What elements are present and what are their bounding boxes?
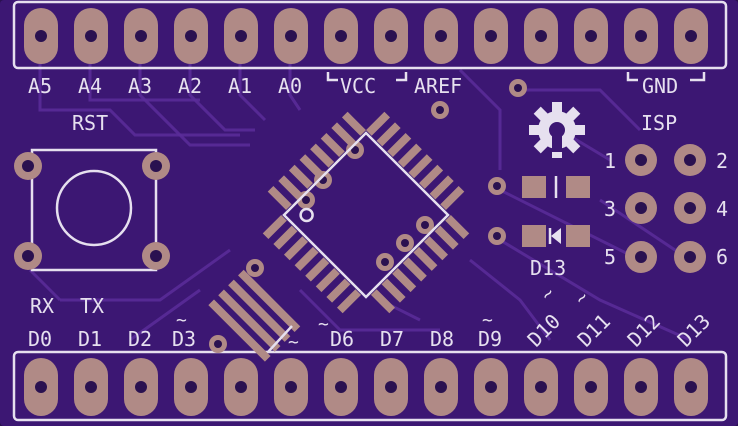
resistor (522, 176, 590, 198)
isp-pin-5-label: 5 (604, 245, 616, 269)
bottom-pad-d13[interactable] (674, 358, 708, 416)
label-d6: D6 (330, 327, 354, 351)
label-d0: D0 (28, 327, 52, 351)
top-pad-vcc-1[interactable] (324, 8, 358, 64)
isp-header: ISP 1 2 3 4 5 6 (604, 111, 728, 273)
label-tx: TX (80, 294, 104, 318)
reset-label: RST (72, 111, 108, 135)
top-labels: A5 A4 A3 A2 A1 A0 VCC AREF GND (28, 72, 706, 98)
bottom-pad-d12[interactable] (624, 358, 658, 416)
label-rx: RX (30, 294, 54, 318)
top-pad-gnd-2[interactable] (674, 8, 708, 64)
top-pad-vcc-2[interactable] (374, 8, 408, 64)
label-d2: D2 (128, 327, 152, 351)
bottom-pad-d10[interactable] (524, 358, 558, 416)
label-d7: D7 (380, 327, 404, 351)
bottom-pad-d3[interactable] (174, 358, 208, 416)
isp-pin-1[interactable] (625, 144, 657, 176)
reset-button[interactable]: RST (14, 111, 170, 272)
isp-pin-4-label: 4 (716, 197, 728, 221)
isp-pin-1-label: 1 (604, 149, 616, 173)
resonator (208, 269, 301, 362)
top-pad-gnd-1[interactable] (624, 8, 658, 64)
isp-pin-3[interactable] (625, 192, 657, 224)
label-a5: A5 (28, 74, 52, 98)
top-pad-a4[interactable] (74, 8, 108, 64)
bottom-pad-d11[interactable] (574, 358, 608, 416)
label-d8: D8 (430, 327, 454, 351)
bottom-pad-d5[interactable] (274, 358, 308, 416)
bottom-pad-d8[interactable] (424, 358, 458, 416)
pwm-marker-d9: ~ (482, 310, 493, 331)
isp-pin-4[interactable] (674, 192, 706, 224)
label-d9: D9 (478, 327, 502, 351)
label-aref: AREF (414, 74, 462, 98)
label-a0: A0 (278, 74, 302, 98)
bottom-pad-d1[interactable] (74, 358, 108, 416)
top-header-outline (12, 0, 728, 70)
label-a3: A3 (128, 74, 152, 98)
isp-pin-5[interactable] (625, 241, 657, 273)
isp-title: ISP (641, 111, 677, 135)
label-vcc: VCC (340, 74, 376, 98)
top-pad-a5[interactable] (24, 8, 58, 64)
open-source-hardware-gear-icon (529, 102, 585, 158)
bottom-pad-d6[interactable] (324, 358, 358, 416)
mcu-chip (262, 111, 470, 314)
label-a4: A4 (78, 74, 102, 98)
top-pad-aref[interactable] (424, 8, 458, 64)
pwm-marker-d3: ~ (176, 310, 187, 331)
pwm-marker-d5: ~ (288, 332, 299, 353)
top-pad-a1[interactable] (224, 8, 258, 64)
isp-pin-2-label: 2 (716, 149, 728, 173)
bottom-pad-d2[interactable] (124, 358, 158, 416)
bottom-pad-d7[interactable] (374, 358, 408, 416)
bottom-pad-d4[interactable] (224, 358, 258, 416)
vias (209, 79, 527, 353)
bottom-header (24, 358, 708, 416)
label-d1: D1 (78, 327, 102, 351)
led-label: D13 (530, 256, 566, 280)
pwm-marker-d6: ~ (318, 314, 329, 335)
label-d3: D3 (172, 327, 196, 351)
bottom-pad-d9[interactable] (474, 358, 508, 416)
label-gnd: GND (642, 74, 678, 98)
isp-pin-6[interactable] (674, 241, 706, 273)
label-a1: A1 (228, 74, 252, 98)
top-pad-9[interactable] (474, 8, 508, 64)
isp-pin-6-label: 6 (716, 245, 728, 269)
top-pad-a0[interactable] (274, 8, 308, 64)
traces (28, 40, 691, 342)
label-a2: A2 (178, 74, 202, 98)
top-pad-10[interactable] (524, 8, 558, 64)
isp-pin-3-label: 3 (604, 197, 616, 221)
bottom-header-outline (12, 350, 728, 422)
top-header (24, 8, 708, 64)
bottom-pad-d0[interactable] (24, 358, 58, 416)
led-d13: D13 (522, 225, 590, 280)
top-pad-a3[interactable] (124, 8, 158, 64)
top-pad-11[interactable] (574, 8, 608, 64)
isp-pin-2[interactable] (674, 144, 706, 176)
top-pad-a2[interactable] (174, 8, 208, 64)
